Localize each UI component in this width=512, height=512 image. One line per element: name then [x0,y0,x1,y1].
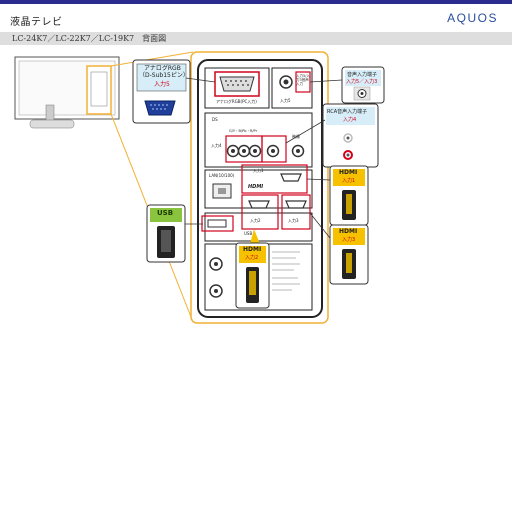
analog-rgb-subtitle: （D-Sub15ピン） [139,72,189,79]
model-caption: LC-24K7／LC-22K7／LC-19K7 背面図 [12,34,167,43]
rca-audio-highlight [261,135,287,163]
warning-text-block [270,246,308,298]
model-bar: LC-24K7／LC-22K7／LC-19K7 背面図 [0,32,512,45]
analog-rgb-input-label: 入力5 [154,81,170,88]
video-panel-label: 映像 [292,134,300,139]
hdmi2-callout-sub: 入力2 [245,255,259,261]
page-title: 液晶テレビ [10,17,63,28]
component-section [204,112,313,168]
input-audio-panel-label: 入力5/入力3音声入力 [296,74,310,86]
page-header: 液晶テレビ AQUOS [0,4,512,28]
input3-panel-label: 入力3 [288,218,299,223]
rca-audio-title: RCA音声入力端子 [327,109,368,115]
usb-highlight [201,215,234,232]
hdmi2-port [248,200,270,209]
top-accent-bar [0,0,512,4]
vga-port [219,76,255,92]
tv-back-thumbnail [14,51,194,323]
hdmi1-callout-title: HDMI [339,169,358,176]
usb-panel-label: USB [244,231,253,236]
hdmi3-port [285,200,307,209]
input1-panel-label: 入力1 [253,168,264,173]
audio-input-sub: 入力5／入力3 [346,79,378,85]
input2-panel-label: 入力2 [250,218,261,223]
hdmi2-highlight [241,194,279,230]
hdmi-logo: HDMI [248,184,264,190]
usb-port [207,219,227,228]
ds-panel-label: DS [212,117,218,122]
audio-input-title: 音声入力端子 [347,72,378,78]
input4-panel-label: 入力4 [211,143,222,148]
hdmi3-highlight [281,194,311,230]
analog-rgb-title: アナログRGB [144,65,181,72]
hdmi3-callout-sub: 入力3 [342,237,356,243]
hdmi1-port [280,173,302,182]
audio-jack-section [271,67,313,109]
hdmi2-callout-title: HDMI [243,246,262,253]
lan-panel-label: LAN(10/100) [209,173,235,178]
input5-panel-label: 入力5 [280,98,291,103]
vga-connector-icon [144,100,176,116]
rca-audio-sub: 入力4 [343,117,357,123]
hdmi1-callout-sub: 入力1 [342,178,356,184]
analog-rgb-panel-label: アナログRGB(PC入力) [216,99,257,104]
usb-callout-title: USB [157,209,174,217]
hdmi3-callout-title: HDMI [339,228,358,235]
component-panel-label: G/Y・B/Pb・R/Pr [229,129,258,133]
terminal-zoom-outline [190,51,329,324]
brand-logo: AQUOS [447,11,498,25]
component-jacks [226,144,262,158]
hdmi2-callout-pointer [250,229,260,244]
